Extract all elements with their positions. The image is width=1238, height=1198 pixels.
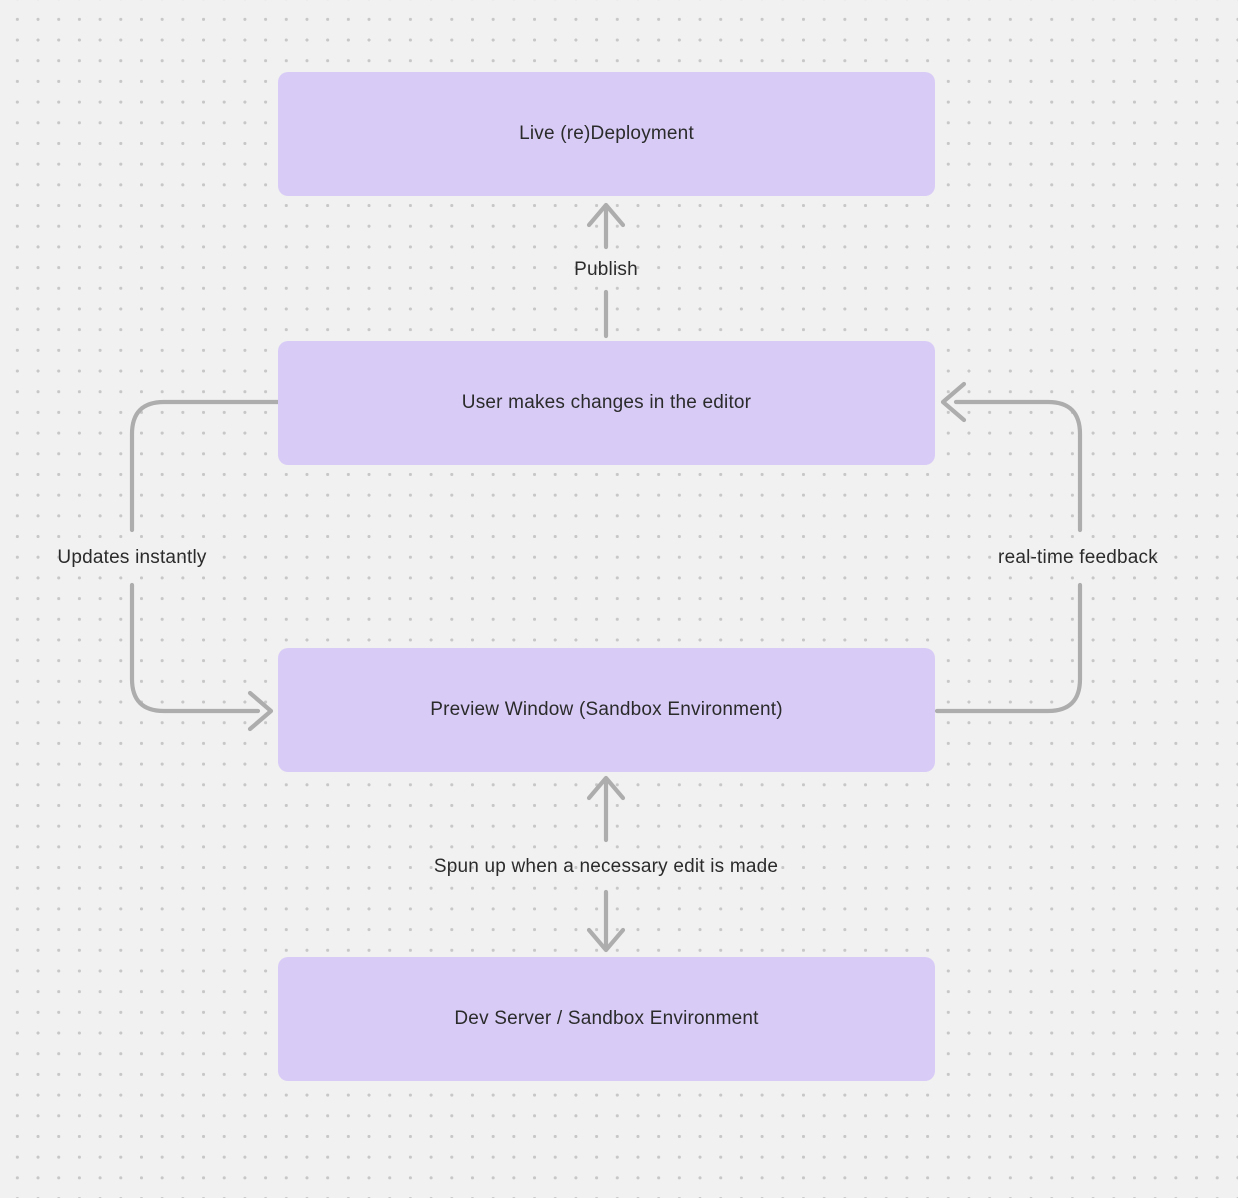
edge-spunup-arrowhead-down-icon bbox=[586, 927, 626, 953]
edge-feedback-line-lower bbox=[934, 582, 1083, 714]
edge-label-realtime-feedback: real-time feedback bbox=[998, 547, 1158, 568]
edge-feedback-arrowhead-left-icon bbox=[940, 381, 967, 423]
edge-updates-line-lower bbox=[129, 582, 261, 714]
node-live-redeployment[interactable]: Live (re)Deployment bbox=[278, 72, 935, 196]
node-label: User makes changes in the editor bbox=[461, 392, 752, 413]
edge-updates-arrowhead-right-icon bbox=[247, 690, 274, 732]
edge-publish-arrowhead-up-icon bbox=[586, 202, 626, 228]
edge-label-publish: Publish bbox=[574, 259, 638, 280]
node-label: Live (re)Deployment bbox=[519, 123, 694, 144]
edge-label-spun-up: Spun up when a necessary edit is made bbox=[433, 856, 779, 877]
node-user-editor[interactable]: User makes changes in the editor bbox=[278, 341, 935, 465]
edge-feedback-line-upper bbox=[953, 399, 1083, 533]
node-label: Dev Server / Sandbox Environment bbox=[454, 1008, 759, 1029]
node-preview-window[interactable]: Preview Window (Sandbox Environment) bbox=[278, 648, 935, 772]
node-dev-server[interactable]: Dev Server / Sandbox Environment bbox=[278, 957, 935, 1081]
edge-updates-line-upper bbox=[129, 399, 281, 533]
edge-spunup-arrowhead-up-icon bbox=[586, 775, 626, 801]
node-label: Preview Window (Sandbox Environment) bbox=[430, 699, 783, 720]
edge-label-updates-instantly: Updates instantly bbox=[57, 547, 207, 568]
